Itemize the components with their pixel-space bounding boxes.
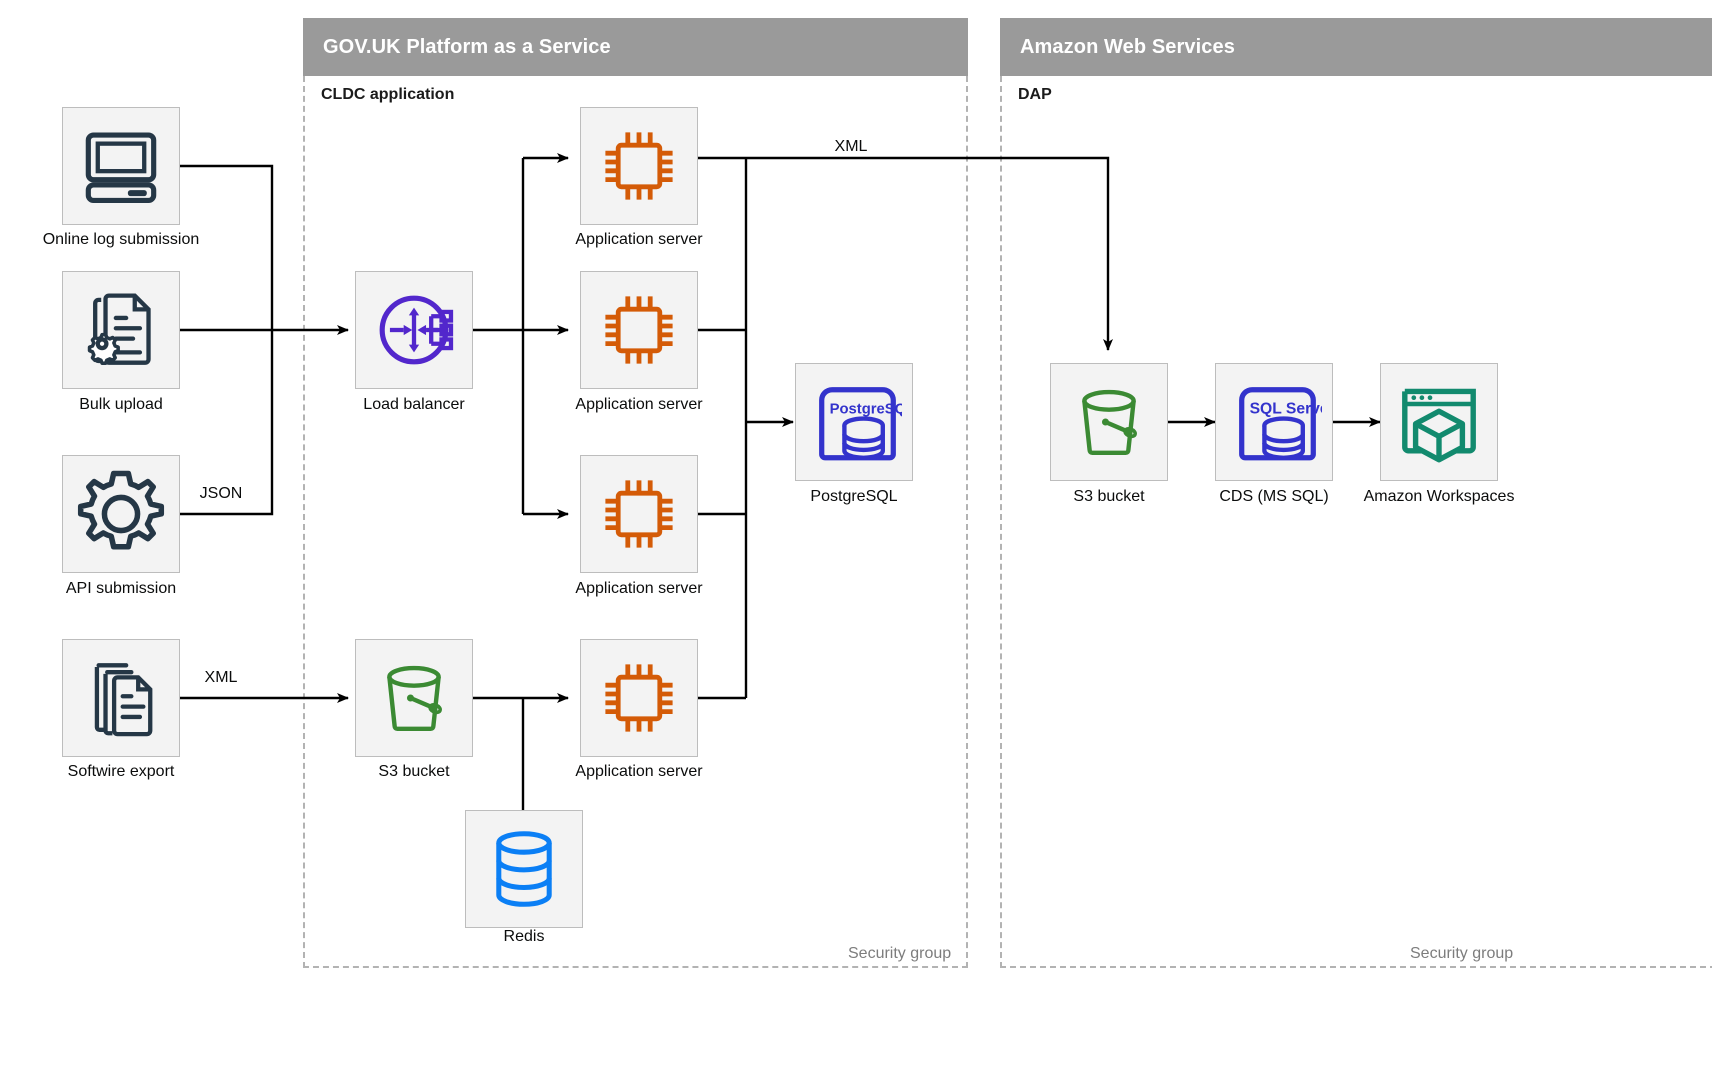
node-postgresql[interactable]: PostgreSQL <box>795 363 913 481</box>
subgroup-label-cldc: CLDC application <box>321 86 455 103</box>
group-title-aws: Amazon Web Services <box>1020 35 1235 58</box>
s3-bucket-icon <box>1082 389 1137 455</box>
gear-icon <box>77 470 165 550</box>
cpu-chip-icon <box>605 664 673 732</box>
document-stack-icon <box>94 663 153 737</box>
node-bulk-upload[interactable] <box>62 271 180 389</box>
node-s3-bucket-aws[interactable] <box>1050 363 1168 481</box>
node-label-bulk-upload: Bulk upload <box>79 396 163 413</box>
node-load-balancer[interactable] <box>355 271 473 389</box>
database-icon <box>496 831 552 907</box>
cpu-chip-icon <box>605 132 673 200</box>
load-balancer-icon <box>379 295 454 365</box>
node-softwire-export[interactable] <box>62 639 180 757</box>
node-label-application-server-3: Application server <box>575 580 703 597</box>
cpu-chip-icon <box>605 480 673 548</box>
subgroup-label-dap: DAP <box>1018 86 1052 103</box>
security-group-box-aws <box>1000 76 1712 968</box>
edge-label-xml-to-s3: XML <box>829 138 873 156</box>
node-label-load-balancer: Load balancer <box>363 396 465 413</box>
node-api-submission[interactable] <box>62 455 180 573</box>
group-header-aws: Amazon Web Services <box>1000 18 1712 76</box>
node-label-online-log-submission: Online log submission <box>42 231 200 248</box>
node-label-api-submission: API submission <box>65 580 177 597</box>
node-label-application-server-2: Application server <box>575 396 703 413</box>
node-label-s3-bucket-paas: S3 bucket <box>378 763 450 780</box>
security-group-box-paas <box>303 76 968 968</box>
edge-label-json: JSON <box>194 485 248 503</box>
node-application-server-4[interactable] <box>580 639 698 757</box>
sql-server-icon: SQL Server <box>1239 387 1322 461</box>
node-online-log-submission[interactable] <box>62 107 180 225</box>
node-application-server-2[interactable] <box>580 271 698 389</box>
node-label-application-server-4: Application server <box>575 763 703 780</box>
node-label-s3-bucket-aws: S3 bucket <box>1073 488 1145 505</box>
security-group-label-paas: Security group <box>848 945 952 962</box>
node-application-server-3[interactable] <box>580 455 698 573</box>
node-label-amazon-workspaces: Amazon Workspaces <box>1363 488 1515 505</box>
group-header-paas: GOV.UK Platform as a Service <box>303 18 968 76</box>
node-label-softwire-export: Softwire export <box>67 763 175 780</box>
s3-bucket-icon <box>387 665 442 731</box>
sql-server-badge-text: SQL Server <box>1250 400 1322 417</box>
node-label-cds-ms-sql: CDS (MS SQL) <box>1219 488 1329 505</box>
edge-label-xml-softwire: XML <box>199 669 243 687</box>
postgresql-icon: PostgreSQL <box>819 387 902 461</box>
document-gear-icon <box>87 293 151 365</box>
cpu-chip-icon <box>605 296 673 364</box>
security-group-label-aws: Security group <box>1410 945 1514 962</box>
node-label-application-server-1: Application server <box>575 231 703 248</box>
desktop-computer-icon <box>85 132 157 203</box>
node-label-postgresql: PostgreSQL <box>810 488 898 505</box>
node-amazon-workspaces[interactable] <box>1380 363 1498 481</box>
node-application-server-1[interactable] <box>580 107 698 225</box>
node-label-redis: Redis <box>503 928 545 945</box>
workspaces-cube-icon <box>1402 388 1476 463</box>
postgresql-badge-text: PostgreSQL <box>830 401 902 417</box>
node-cds-ms-sql[interactable]: SQL Server <box>1215 363 1333 481</box>
group-title-paas: GOV.UK Platform as a Service <box>323 35 611 58</box>
node-s3-bucket-paas[interactable] <box>355 639 473 757</box>
node-redis[interactable] <box>465 810 583 928</box>
